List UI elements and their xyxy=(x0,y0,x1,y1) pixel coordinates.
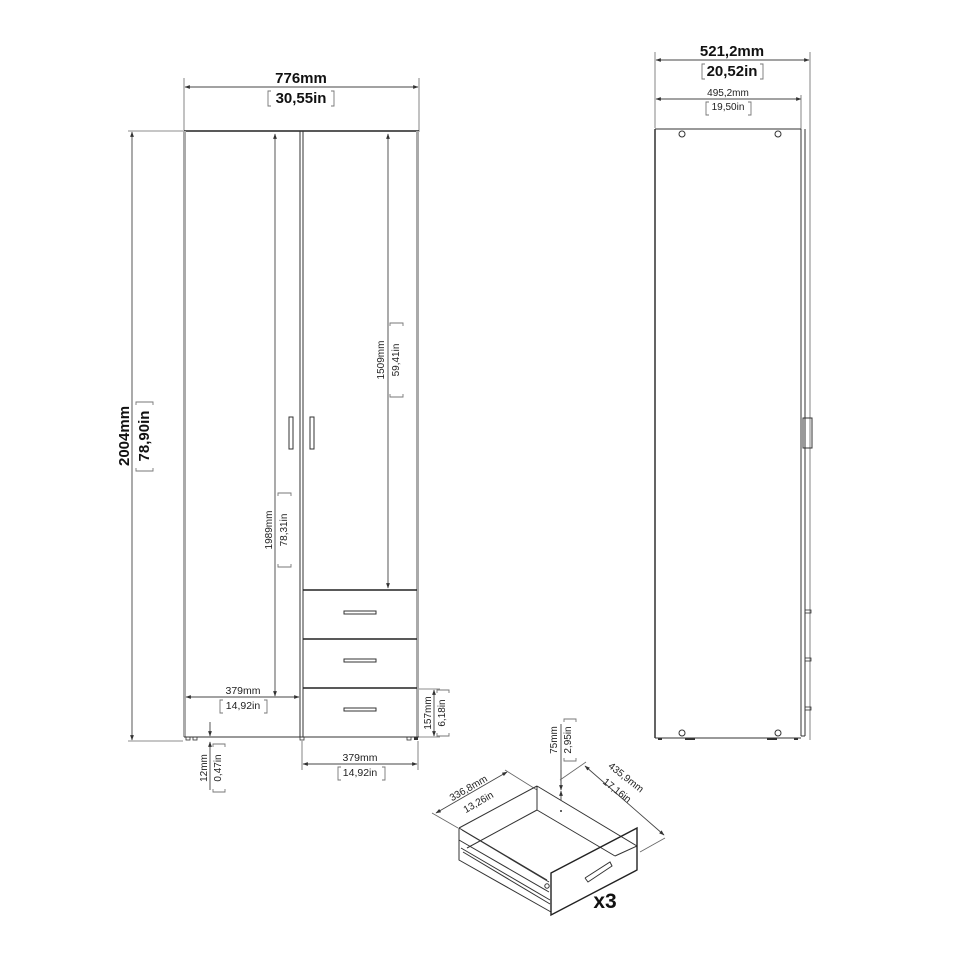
side-drawer-handle-3 xyxy=(804,706,812,711)
drawer-1-handle xyxy=(343,610,377,615)
width-in-label: 30,55in xyxy=(276,90,327,107)
side-door-handle xyxy=(802,417,813,449)
door-height-in-label: 78,31in xyxy=(279,514,290,547)
depth-mm-label: 521,2mm xyxy=(700,43,764,60)
inner-depth-mm-label: 495,2mm xyxy=(707,88,749,99)
right-door-height-in-label: 59,41in xyxy=(391,344,402,377)
front-view: 776mm 30,55in 1989mm 78,31in 1509mm 59,4… xyxy=(116,70,450,793)
height-mm-label: 2004mm xyxy=(116,406,133,466)
side-drawer-handle-2 xyxy=(804,657,812,662)
drawer-2-handle xyxy=(343,658,377,663)
width-mm-label: 776mm xyxy=(275,70,327,87)
drawer-detail: 75mm 2,95in 336,8mm 13,26in 435,9mm 17,1… xyxy=(431,718,666,917)
leg-height-in-label: 0,47in xyxy=(213,754,224,781)
depth-in-label: 20,52in xyxy=(707,63,758,80)
drawer-quantity-label: x3 xyxy=(593,890,616,913)
door-height-mm-label: 1989mm xyxy=(264,511,275,550)
drawer-detail-height-in-label: 2,95in xyxy=(563,726,574,753)
right-section-width-mm-label: 379mm xyxy=(342,752,377,764)
left-door-handle xyxy=(288,416,294,450)
left-section-width-mm-label: 379mm xyxy=(225,685,260,697)
inner-depth-in-label: 19,50in xyxy=(712,102,745,113)
right-door-handle xyxy=(309,416,315,450)
right-section-width-in-label: 14,92in xyxy=(343,767,378,779)
drawer-height-in-label: 6,18in xyxy=(437,699,448,726)
drawer-height-mm-label: 157mm xyxy=(423,696,434,729)
height-in-label: 78,90in xyxy=(136,411,153,462)
side-view: 521,2mm 20,52in 495,2mm 19,50in xyxy=(654,43,813,740)
right-door-height-mm-label: 1509mm xyxy=(376,341,387,380)
drawer-detail-height-mm-label: 75mm xyxy=(549,726,560,754)
leg-height-mm-label: 12mm xyxy=(199,754,210,782)
left-section-width-in-label: 14,92in xyxy=(226,700,261,712)
drawer-3-handle xyxy=(343,707,377,712)
side-drawer-handle-1 xyxy=(804,609,812,614)
